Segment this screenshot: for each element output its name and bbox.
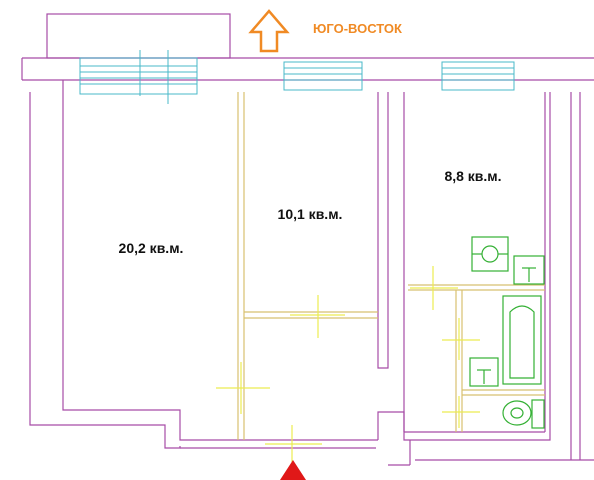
door-entrance [265,425,322,462]
partitions [237,92,545,440]
fixtures [469,236,545,429]
room-area-middle: 10,1 кв.м. [278,206,343,222]
door-bathroom [442,318,480,360]
outer-walls [29,80,594,466]
direction-label: ЮГО-ВОСТОК [313,21,402,36]
window-middle-room [283,61,363,91]
entrance-arrow-icon [280,460,306,480]
window-kitchen [441,61,515,91]
sink-icon [513,255,545,285]
room-area-large: 20,2 кв.м. [119,240,184,256]
room-area-kitchen: 8,8 кв.м. [444,168,501,184]
stove-icon [471,236,509,272]
door-middle-room [290,295,345,338]
window-large-room [79,50,198,104]
door-toilet [442,396,480,428]
north-arrow-icon [248,9,290,53]
door-large-room [216,362,270,414]
doors [216,266,480,462]
balcony [46,13,231,59]
bathtub-icon [502,295,542,385]
toilet-icon [502,399,545,429]
washbasin-icon [469,357,499,387]
facade-walls [21,13,594,81]
door-kitchen [410,266,458,310]
windows [79,50,515,104]
